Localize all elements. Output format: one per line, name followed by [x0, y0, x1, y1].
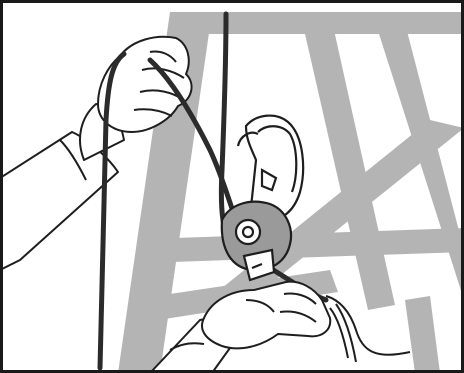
rope-descender-illustration	[0, 0, 464, 373]
illustration-frame	[0, 0, 464, 373]
